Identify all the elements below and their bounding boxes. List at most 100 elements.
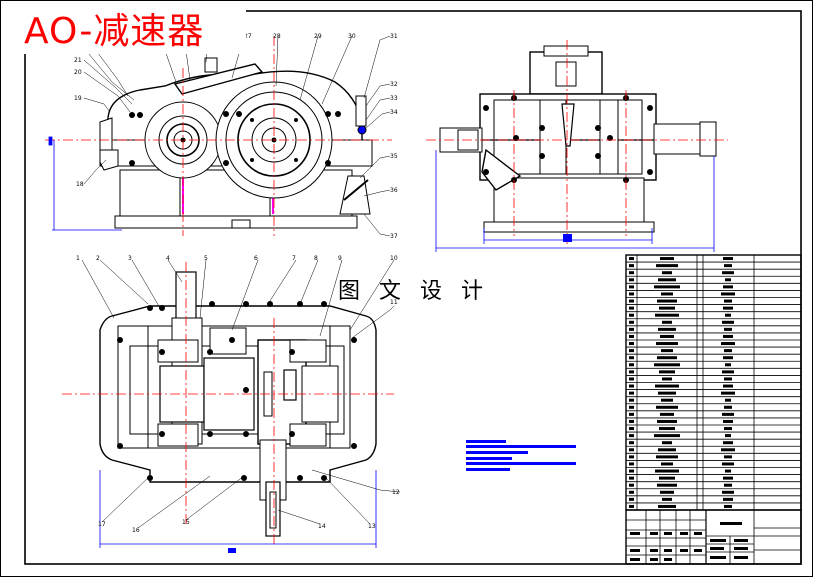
parts-list-cell-mark bbox=[629, 292, 634, 296]
parts-list-cell-mark bbox=[659, 370, 675, 374]
plan-view-dimensions bbox=[99, 470, 377, 553]
part-label-31: 31 bbox=[390, 33, 398, 40]
parts-list-cell-mark bbox=[629, 257, 634, 261]
parts-list-cell-mark bbox=[724, 405, 732, 409]
side-view bbox=[439, 45, 717, 233]
parts-list-cell-mark bbox=[654, 285, 680, 289]
part-label-14: 14 bbox=[318, 523, 326, 530]
parts-list-cell-mark bbox=[629, 384, 634, 388]
parts-list-cell-mark bbox=[724, 455, 732, 459]
parts-list-cell-mark bbox=[662, 377, 672, 381]
front-view-centerlines bbox=[45, 36, 392, 236]
parts-list-cell-mark bbox=[629, 356, 634, 360]
parts-list-cell-mark bbox=[629, 278, 634, 282]
parts-list-cell-mark bbox=[629, 342, 634, 346]
parts-list-cell-mark bbox=[725, 278, 731, 282]
front-view-dimensions bbox=[48, 136, 122, 231]
plan-view-leaders bbox=[81, 259, 401, 529]
part-label-32: 32 bbox=[390, 81, 398, 88]
part-label-19: 19 bbox=[74, 95, 82, 102]
part-label-34: 34 bbox=[390, 109, 398, 116]
parts-list-cell-mark bbox=[629, 349, 634, 353]
parts-list-cell-mark bbox=[721, 391, 735, 395]
part-label-2: 2 bbox=[96, 255, 100, 262]
parts-list-cell-mark bbox=[629, 271, 634, 275]
parts-list-cell-mark bbox=[658, 448, 676, 452]
parts-list-cell-mark bbox=[724, 299, 732, 303]
parts-list-cell-mark bbox=[629, 327, 634, 331]
parts-list-cell-mark bbox=[723, 384, 733, 388]
parts-list-cell-mark bbox=[722, 462, 734, 466]
parts-list-cell-mark bbox=[629, 334, 634, 338]
part-label-17: 17 bbox=[98, 521, 106, 528]
parts-list-cell-mark bbox=[657, 356, 677, 360]
parts-list-cell-mark bbox=[629, 462, 634, 466]
parts-list-cell-mark bbox=[723, 356, 733, 360]
parts-list-cell-mark bbox=[659, 427, 675, 431]
parts-list-cell-mark bbox=[629, 476, 634, 480]
parts-list-cell-mark bbox=[629, 306, 634, 310]
parts-list-cell-mark bbox=[661, 462, 673, 466]
plan-view bbox=[99, 271, 377, 537]
parts-list-cell-mark bbox=[724, 327, 732, 331]
side-view-dimensions bbox=[435, 150, 715, 252]
part-label-4: 4 bbox=[166, 255, 170, 262]
parts-list-cell-mark bbox=[725, 313, 731, 317]
parts-list-cell-mark bbox=[725, 398, 731, 402]
parts-list-cell-mark bbox=[662, 271, 672, 275]
parts-list-cell-mark bbox=[658, 391, 676, 395]
parts-list-cell-mark bbox=[629, 391, 634, 395]
parts-list-cell-mark bbox=[725, 363, 731, 367]
parts-list-cell-mark bbox=[723, 285, 733, 289]
parts-list-cell-mark bbox=[721, 342, 735, 346]
parts-list-cell-mark bbox=[656, 264, 678, 268]
parts-list-cell-mark bbox=[659, 476, 675, 480]
part-label-27: 27 bbox=[244, 33, 252, 40]
parts-list-cell-mark bbox=[723, 257, 733, 261]
parts-list-cell-mark bbox=[723, 334, 733, 338]
part-label-37: 37 bbox=[390, 233, 398, 240]
parts-list-cell-mark bbox=[725, 469, 731, 473]
part-label-1: 1 bbox=[76, 255, 80, 262]
part-label-11: 11 bbox=[390, 299, 398, 306]
parts-list-cell-mark bbox=[662, 320, 672, 324]
parts-list-cell-mark bbox=[629, 448, 634, 452]
parts-list-cell-mark bbox=[661, 398, 673, 402]
parts-list-cell-mark bbox=[658, 327, 676, 331]
part-label-13: 13 bbox=[368, 523, 376, 530]
parts-list-cell-mark bbox=[724, 349, 732, 353]
technical-requirements-block bbox=[466, 440, 576, 471]
parts-list-cell-mark bbox=[723, 419, 733, 423]
drawing-title: AO-减速器 bbox=[24, 10, 246, 54]
part-label-36: 36 bbox=[390, 187, 398, 194]
parts-list-cell-mark bbox=[629, 483, 634, 487]
parts-list-cell-mark bbox=[724, 264, 732, 268]
parts-list-cell-mark bbox=[722, 490, 734, 494]
part-label-18: 18 bbox=[76, 181, 84, 188]
parts-list-cell-mark bbox=[629, 412, 634, 416]
part-label-28: 28 bbox=[273, 33, 281, 40]
plan-view-centerlines bbox=[62, 262, 394, 546]
parts-list-cell-mark bbox=[725, 434, 731, 438]
part-label-35: 35 bbox=[390, 153, 398, 160]
part-label-5: 5 bbox=[204, 255, 208, 262]
parts-list-rows bbox=[626, 261, 801, 504]
parts-list-cell-mark bbox=[660, 490, 674, 494]
parts-list-cell-mark bbox=[629, 299, 634, 303]
part-label-30: 30 bbox=[348, 33, 356, 40]
parts-list-cell-mark bbox=[723, 476, 733, 480]
parts-list-cell-mark bbox=[629, 469, 634, 473]
parts-list-cell-mark bbox=[629, 320, 634, 324]
parts-list-cell-mark bbox=[629, 285, 634, 289]
parts-list-cell-mark bbox=[721, 448, 735, 452]
parts-list-cell-mark bbox=[722, 412, 734, 416]
parts-list-cell-mark bbox=[629, 398, 634, 402]
parts-list-cell-mark bbox=[660, 334, 674, 338]
parts-list-cells bbox=[629, 257, 735, 508]
part-label-21: 21 bbox=[74, 57, 82, 64]
parts-list-table bbox=[625, 254, 802, 511]
parts-list-cell-mark bbox=[629, 264, 634, 268]
parts-list-cell-mark bbox=[722, 370, 734, 374]
parts-list-cell-mark bbox=[655, 313, 679, 317]
